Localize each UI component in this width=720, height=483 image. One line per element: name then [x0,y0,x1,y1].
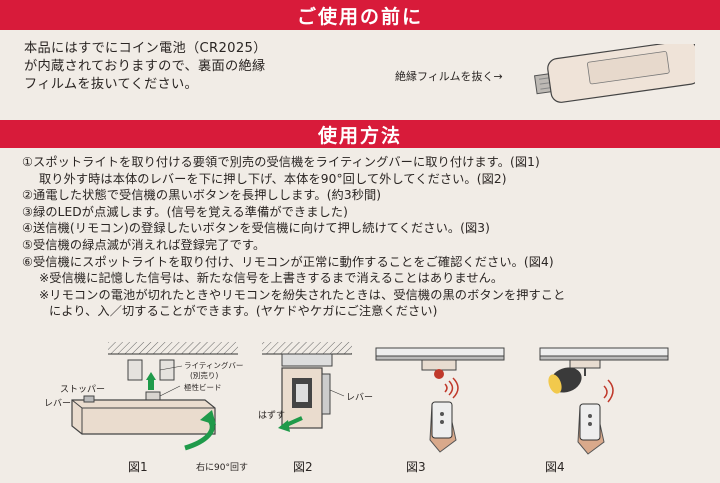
step-4: ④送信機(リモコン)の登録したいボタンを受信機に向けて押し続けてください。(図3… [22,221,490,236]
fig1-lever-label: レバー [44,399,72,409]
fig2-lever-label: レバー [346,393,374,403]
fig1-lighting-bar-label: ライティングバー [184,361,244,370]
note-2: ※リモコンの電池が切れたときやリモコンを紛失されたときは、受信機の黒のボタンを押… [39,287,566,302]
step-2: ②通電した状態で受信機の黒いボタンを長押しします。(約3秒間) [22,188,382,203]
intro-text: 本品にはすでにコイン電池（CR2025） が内蔵されておりますので、裏面の絶縁 … [24,40,344,94]
intro-line: 本品にはすでにコイン電池（CR2025） [24,41,267,56]
note-2-cont: により、入／切することができます。(ヤケドやケガにご注意ください) [49,304,438,319]
figure-4-drawing [539,347,669,455]
step-5: ⑤受信機の緑点滅が消えれば登録完了です。 [22,237,266,252]
fig1-stopper-label: ストッパー [60,385,106,395]
fig1-rotate-label: 右に90°回す [196,463,248,473]
figure-3-drawing [375,347,505,453]
figure-1-label: 図1 [128,460,148,474]
remote-icon [534,44,695,103]
film-label: 絶縁フィルムを抜く→ [395,70,503,83]
section-title-usage: 使用方法 [317,124,402,147]
intro-line: が内蔵されておりますので、裏面の絶縁 [24,59,266,74]
note-1: ※受信機に記憶した信号は、新たな信号を上書きするまで消えることはありません。 [39,271,504,286]
usage-steps: ①スポットライトを取り付ける要領で別売の受信機をライティングバーに取り付けます。… [22,154,712,320]
figure-2-label: 図2 [293,460,313,474]
step-1: ①スポットライトを取り付ける要領で別売の受信機をライティングバーに取り付けます。… [22,155,540,169]
section-banner-usage: 使用方法 [0,120,720,148]
section-banner-before-use: ご使用の前に [0,0,720,30]
fig2-remove-label: はずす [258,411,286,421]
figure-2-drawing [262,342,352,432]
figure-3-label: 図3 [406,460,426,474]
step-3: ③緑のLEDが点滅します。(信号を覚える準備ができました) [22,204,348,219]
intro-line: フィルムを抜いてください。 [24,77,199,92]
figure-1-drawing [71,342,238,451]
remote-film-illustration: 絶縁フィルムを抜く→ [395,44,695,104]
step-6: ⑥受信機にスポットライトを取り付け、リモコンが正常に動作することをご確認ください… [22,254,554,269]
figures: ストッパー レバー ライティングバー (別売り) 極性ビード 右に90°回す 図… [0,330,720,483]
fig1-sold-separately-label: (別売り) [190,371,219,380]
figures-drawing [71,342,669,455]
section-title-before-use: ご使用の前に [296,5,423,28]
fig1-bead-label: 極性ビード [184,383,222,392]
step-1-detail: 取り外す時は本体のレバーを下に押し下げ、本体を90°回して外してください。(図2… [39,171,507,186]
figure-4-label: 図4 [545,460,565,474]
